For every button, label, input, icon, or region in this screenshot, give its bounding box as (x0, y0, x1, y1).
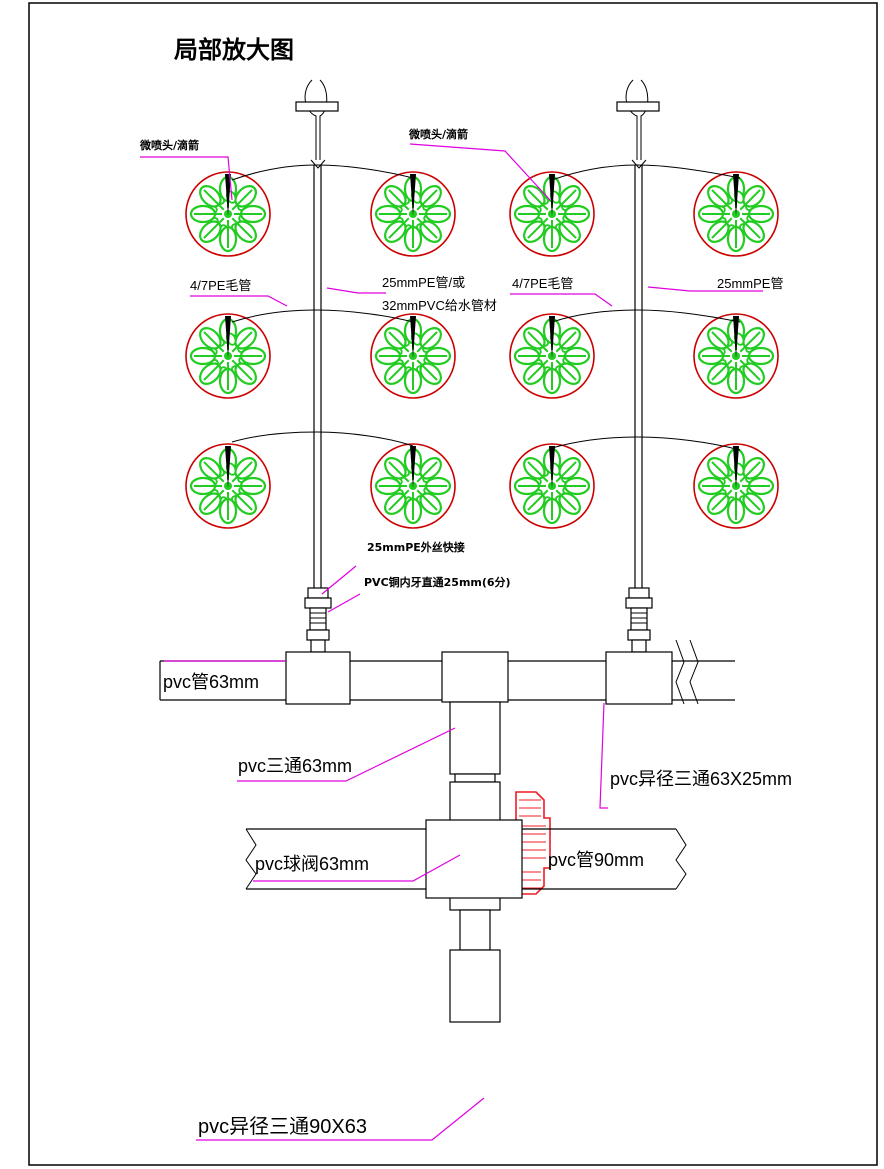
label-pvc-ball-valve-63: pvc球阀63mm (255, 854, 369, 874)
connector-left (304, 587, 332, 653)
diagram-title: 局部放大图 (174, 35, 294, 64)
label-pvc-pipe-63: pvc管63mm (163, 672, 259, 692)
capillary-tubes (231, 164, 741, 451)
label-sprinkler-1: 微喷头/滴箭 (139, 138, 199, 152)
label-pvc-reducing-tee-63x25: pvc异径三通63X25mm (610, 769, 792, 789)
plant-2 (370, 171, 456, 257)
connector-right (625, 587, 653, 653)
label-pvc-copper-straight: PVC铜内牙直通25mm(6分) (364, 575, 511, 589)
plant-10 (370, 443, 456, 529)
plant-6 (370, 313, 456, 399)
plant-8 (693, 313, 779, 399)
plant-9 (185, 443, 271, 529)
label-pvc-pipe-90: pvc管90mm (548, 850, 644, 870)
pvc-main-63 (159, 639, 735, 705)
drawing-border (28, 2, 878, 1166)
plant-11 (509, 443, 595, 529)
leader-lines (140, 143, 763, 1141)
plant-7 (509, 313, 595, 399)
plant-5 (185, 313, 271, 399)
label-pvc-reducing-tee-90x63: pvc异径三通90X63 (198, 1115, 367, 1138)
plant-layer (185, 171, 779, 529)
riser-left (295, 79, 339, 588)
pvc-main-90 (245, 819, 687, 899)
plant-12 (693, 443, 779, 529)
label-pe-pipe-right: 25mmPE管 (717, 276, 783, 291)
riser-right (616, 79, 660, 588)
plant-3 (509, 171, 595, 257)
plant-1 (185, 171, 271, 257)
label-pvc-tee-63: pvc三通63mm (238, 756, 352, 776)
plant-4 (693, 171, 779, 257)
label-sprinkler-2: 微喷头/滴箭 (408, 127, 468, 141)
label-pe-capillary-1: 4/7PE毛管 (190, 278, 251, 293)
label-quick-connector: 25mmPE外丝快接 (367, 540, 465, 554)
label-pe-pipe-left-2: 32mmPVC给水管材 (382, 298, 497, 313)
label-pe-capillary-2: 4/7PE毛管 (512, 276, 573, 291)
label-pe-pipe-left-1: 25mmPE管/或 (382, 275, 465, 290)
